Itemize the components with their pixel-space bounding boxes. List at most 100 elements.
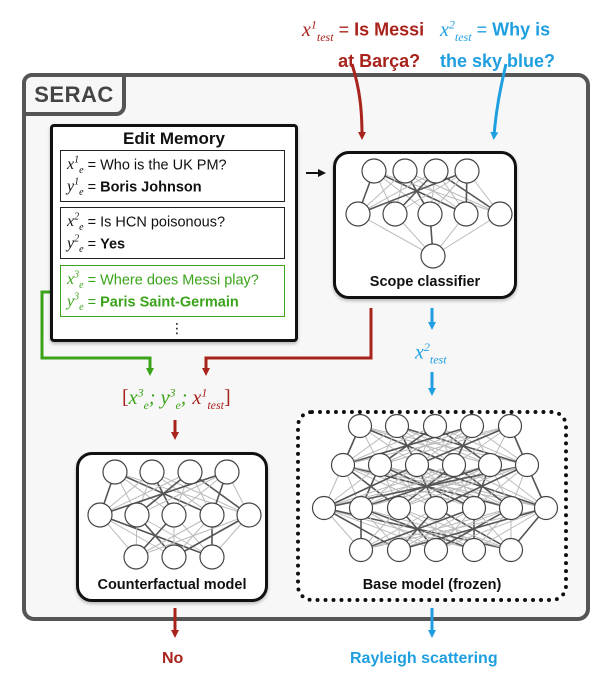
- counterfactual-network-node: [139, 459, 165, 485]
- arrow-q2-to-scope: [490, 63, 508, 140]
- scope-network-node: [382, 201, 408, 227]
- base-network-edge: [435, 507, 547, 551]
- arrow-red-scope-to-concat: [202, 308, 373, 376]
- base-network-edge: [342, 425, 473, 466]
- scope-network-node: [361, 158, 387, 184]
- counterfactual-network-node: [177, 459, 203, 485]
- scope-network-edge: [394, 170, 468, 215]
- base-network-node: [477, 452, 503, 478]
- scope-network-node: [392, 158, 418, 184]
- base-network-edge: [398, 464, 528, 509]
- counterfactual-network-edge: [135, 514, 213, 558]
- counterfactual-network-node: [199, 502, 225, 528]
- counterfactual-network-edge: [99, 471, 228, 516]
- counterfactual-network-edge: [99, 471, 191, 516]
- scope-network-node: [420, 243, 446, 269]
- memory-entry-2-answer: Yes: [100, 236, 126, 253]
- scope-network-edge: [357, 170, 468, 215]
- base-network-node: [347, 413, 373, 439]
- base-network-edge: [323, 464, 455, 509]
- base-network-node: [330, 452, 356, 478]
- scope-network-node: [454, 158, 480, 184]
- scope-network-edge: [373, 170, 467, 215]
- base-network-edge: [435, 464, 528, 509]
- base-network-node: [441, 452, 467, 478]
- query-1-eq: =: [338, 19, 350, 40]
- counterfactual-network-node: [161, 544, 187, 570]
- scope-network-edge: [357, 213, 434, 257]
- query-2-text-2: the sky blue?: [440, 50, 556, 71]
- scope-network: [345, 158, 513, 269]
- base-network-edge: [342, 425, 436, 466]
- memory-entry-3-answer: Paris Saint-Germain: [100, 294, 239, 311]
- scope-network-node: [417, 201, 443, 227]
- base-network-node: [498, 495, 524, 521]
- scope-network-node: [345, 201, 371, 227]
- base-network-edge: [323, 464, 418, 509]
- counterfactual-network-edge: [173, 514, 250, 558]
- base-network-node: [461, 495, 487, 521]
- base-network-node: [367, 452, 393, 478]
- base-network-edge: [398, 507, 547, 551]
- counterfactual-model-label: Counterfactual model: [97, 577, 247, 593]
- edit-memory-title: Edit Memory: [122, 129, 226, 148]
- base-network-node: [514, 452, 540, 478]
- query-2-var: x2test: [440, 17, 472, 44]
- memory-entry-3: x3e = Where does Messi play? y3e = Paris…: [60, 265, 285, 317]
- routed-query-2: x2test: [415, 340, 447, 367]
- base-model-label: Base model (frozen): [362, 577, 502, 593]
- concat-expression: [x3e; y3e; x1test]: [122, 385, 231, 412]
- base-network-edge: [360, 507, 475, 551]
- memory-entry-1-question: = Who is the UK PM?: [87, 157, 227, 174]
- counterfactual-network-edge: [135, 514, 250, 558]
- query-1-text-1: Is Messi: [354, 19, 425, 40]
- counterfactual-network-node: [199, 544, 225, 570]
- base-network-node: [386, 537, 412, 563]
- scope-classifier-label: Scope classifier: [369, 274, 481, 290]
- query-1-text-2: at Barça?: [338, 50, 421, 71]
- memory-entry-2: x2e = Is HCN poisonous? y2e = Yes: [60, 207, 285, 259]
- base-network-node: [423, 537, 449, 563]
- base-network-node: [423, 495, 449, 521]
- scope-network-node: [487, 201, 513, 227]
- base-network-edge: [360, 507, 512, 551]
- counterfactual-network-node: [161, 502, 187, 528]
- scope-network-node: [453, 201, 479, 227]
- memory-entry-1: x1e = Who is the UK PM? y1e = Boris John…: [60, 150, 285, 202]
- counterfactual-network: [87, 459, 262, 570]
- base-network-node: [311, 495, 337, 521]
- counterfactual-network-node: [87, 502, 113, 528]
- scope-network-edge: [432, 213, 501, 257]
- base-network-edge: [379, 425, 511, 466]
- base-network-node: [498, 537, 524, 563]
- base-network-node: [348, 495, 374, 521]
- serac-label: SERAC: [22, 73, 126, 116]
- counterfactual-network-node: [102, 459, 128, 485]
- query-2: x2test = Why is the sky blue?: [440, 12, 557, 73]
- arrow-green-retrieved: [40, 290, 154, 376]
- base-network-node: [384, 413, 410, 439]
- memory-ellipsis: ⋮: [170, 320, 184, 336]
- base-network-node: [533, 495, 559, 521]
- base-network-node: [422, 413, 448, 439]
- base-network-node: [348, 537, 374, 563]
- counterfactual-output: No: [162, 650, 184, 667]
- base-output: Rayleigh scattering: [350, 650, 498, 667]
- query-1: x1test = Is Messi at Barça?: [302, 12, 424, 73]
- memory-entry-1-answer: Boris Johnson: [100, 179, 202, 196]
- query-1-var: x1test: [302, 17, 334, 44]
- base-network-node: [497, 413, 523, 439]
- base-network: [311, 413, 559, 563]
- counterfactual-network-edge: [136, 471, 228, 516]
- scope-network-node: [423, 158, 449, 184]
- query-2-text-1: Why is: [492, 19, 551, 40]
- base-network-node: [404, 452, 430, 478]
- scope-network-edge: [357, 170, 437, 215]
- base-network-edge: [416, 425, 511, 466]
- arrow-q1-to-scope: [350, 63, 366, 140]
- base-network-node: [459, 413, 485, 439]
- scope-network-edge: [404, 170, 501, 215]
- counterfactual-network-node: [236, 502, 262, 528]
